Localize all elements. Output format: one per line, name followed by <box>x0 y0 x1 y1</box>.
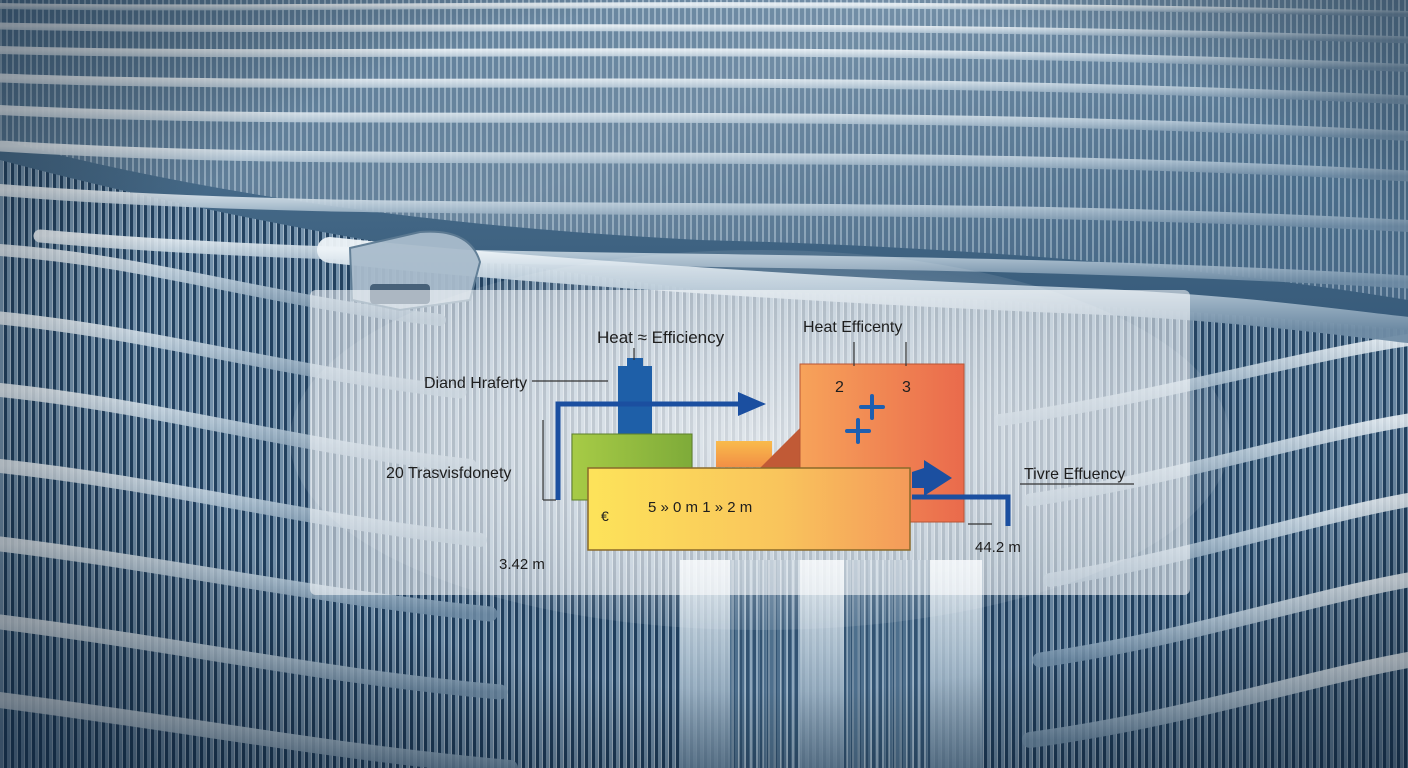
arrow-right-icon <box>912 460 952 496</box>
small-orange-block <box>716 441 772 467</box>
leader-lines <box>532 342 1134 525</box>
label-transfer: 20 Trasvisfdonety <box>386 465 511 482</box>
orange-block-number-left: 2 <box>835 379 844 396</box>
connector-wedge <box>758 428 800 470</box>
arrow-head-right-icon <box>738 392 766 416</box>
label-measure-left: 3.42 m <box>499 556 545 573</box>
yellow-block-icon: € <box>601 508 609 524</box>
blue-block <box>618 366 652 434</box>
label-heat-efficiency-right: Heat Efficenty <box>803 319 902 336</box>
label-heat-efficiency-left: Heat ≈ Efficiency <box>597 328 725 347</box>
label-diand-hraferty: Diand Hraferty <box>424 375 527 392</box>
yellow-block-dimensions: 5 » 0 m 1 » 2 m <box>648 499 752 516</box>
blue-block-cap <box>627 358 643 368</box>
plus-icon-secondary <box>845 418 871 444</box>
plus-icon <box>859 394 885 420</box>
label-tire-efficiency: Tivre Effuency <box>1024 466 1125 483</box>
flow-line-top <box>555 401 742 500</box>
orange-block-number-right: 3 <box>902 379 911 396</box>
yellow-block <box>587 467 911 551</box>
label-measure-right: 44.2 m <box>975 539 1021 556</box>
flow-line-right <box>912 494 1011 526</box>
